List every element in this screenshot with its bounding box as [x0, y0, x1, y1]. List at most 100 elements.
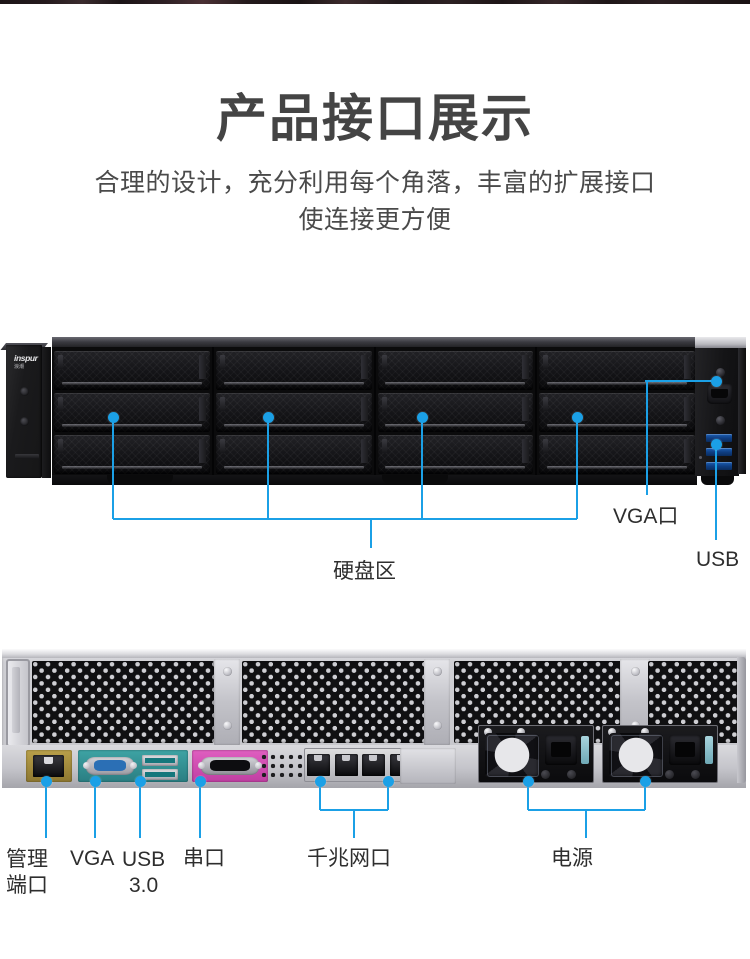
- psu-c14-inlet[interactable]: [545, 735, 577, 765]
- drive-bay[interactable]: [215, 350, 372, 390]
- gigabit-rj45-port[interactable]: [334, 754, 358, 776]
- front-usb-port[interactable]: [706, 434, 732, 442]
- drive-bay[interactable]: [215, 434, 372, 474]
- power-supply-module[interactable]: [602, 725, 718, 783]
- psu-led: [541, 770, 550, 779]
- psu-fan: [609, 733, 663, 777]
- heading-block: 产品接口展示 合理的设计，充分利用每个角落，丰富的扩展接口 使连接更方便: [0, 91, 750, 239]
- callout-dot-drive-bay[interactable]: [107, 411, 119, 423]
- server-front-view: inspur 浪潮: [0, 337, 746, 489]
- drive-latch: [381, 396, 387, 411]
- server-rear-view: [2, 649, 746, 801]
- drive-bay[interactable]: [215, 392, 372, 432]
- drive-latch: [58, 354, 63, 369]
- front-vga-port[interactable]: [707, 384, 732, 404]
- drive-bay[interactable]: [377, 434, 534, 474]
- callout-dot-drive-bay[interactable]: [262, 411, 274, 423]
- top-edge-strip: [0, 0, 750, 4]
- psu-c14-inlet[interactable]: [669, 735, 701, 765]
- drive-handle: [198, 438, 206, 463]
- rear-usb3-port[interactable]: [142, 755, 178, 766]
- callout-dot-rear-vga[interactable]: [89, 775, 101, 787]
- front-drive-chassis: [52, 337, 697, 485]
- front-usb-port[interactable]: [706, 448, 732, 456]
- front-io-side-edge: [738, 348, 746, 474]
- psu-fan-frame: [487, 735, 539, 777]
- rj45-jack: [33, 755, 64, 777]
- drive-latch: [543, 438, 549, 453]
- drive-bay-grid: [52, 347, 697, 477]
- db9-screw-right: [255, 762, 262, 769]
- rear-vent-block: [242, 661, 426, 743]
- psu-release-latch[interactable]: [581, 736, 589, 764]
- callout-dot-gigabit-nic[interactable]: [382, 775, 394, 787]
- drive-latch: [58, 396, 63, 411]
- callout-label-rear-usb: USB 3.0: [122, 847, 165, 898]
- drive-bay[interactable]: [539, 392, 695, 432]
- drive-bay[interactable]: [54, 350, 210, 390]
- front-usb-port[interactable]: [706, 462, 732, 470]
- rear-vga-port[interactable]: [83, 757, 137, 775]
- db9-connector: [198, 757, 262, 775]
- rear-chassis-shell: [2, 649, 746, 788]
- drive-handle: [198, 396, 206, 421]
- drive-bay[interactable]: [54, 392, 210, 432]
- rear-vent-divider: [424, 659, 450, 745]
- drive-bay[interactable]: [377, 350, 534, 390]
- rear-handle[interactable]: [6, 659, 30, 747]
- front-ear-side: [42, 347, 51, 478]
- thumbscrew[interactable]: [222, 721, 232, 730]
- drive-handle: [360, 396, 368, 421]
- drive-bay[interactable]: [377, 392, 534, 432]
- drive-bay[interactable]: [539, 350, 695, 390]
- drive-handle: [360, 438, 368, 463]
- thumbscrew[interactable]: [222, 667, 232, 676]
- callout-dot-gigabit-nic[interactable]: [314, 775, 326, 787]
- rear-vent-block: [32, 661, 214, 743]
- psu-release-latch[interactable]: [705, 736, 713, 764]
- management-port-line-1: 管理: [6, 848, 48, 871]
- psu-fan: [485, 733, 539, 777]
- callout-dot-power-supply[interactable]: [639, 775, 651, 787]
- vga-screw-left: [83, 762, 90, 769]
- callout-label-power-supply: 电源: [551, 847, 593, 870]
- drive-bay[interactable]: [54, 434, 210, 474]
- drive-handle: [198, 354, 206, 379]
- callout-label-rear-vga: VGA: [70, 847, 115, 870]
- drive-bay-column: [376, 347, 538, 477]
- drive-latch: [381, 438, 387, 453]
- drive-latch: [58, 438, 63, 453]
- psu-fan-frame: [611, 735, 663, 777]
- callout-dot-front-vga[interactable]: [710, 375, 722, 387]
- gigabit-rj45-port[interactable]: [307, 754, 331, 776]
- rear-usb3-port[interactable]: [142, 769, 178, 780]
- db9-screw-left: [198, 762, 205, 769]
- callout-dot-front-usb[interactable]: [710, 438, 722, 450]
- callout-dot-power-supply[interactable]: [522, 775, 534, 787]
- thumbscrew[interactable]: [432, 721, 442, 730]
- callout-dot-drive-bay[interactable]: [571, 411, 583, 423]
- serial-db9-port[interactable]: [192, 750, 268, 782]
- thumbscrew[interactable]: [630, 667, 640, 676]
- reset-button[interactable]: [20, 417, 29, 426]
- drive-handle: [522, 438, 530, 463]
- callout-dot-rear-usb[interactable]: [134, 775, 146, 787]
- gigabit-rj45-port[interactable]: [362, 754, 386, 776]
- psu-screw: [484, 728, 492, 736]
- vga-screw-right: [130, 762, 137, 769]
- thumbscrew[interactable]: [432, 667, 442, 676]
- power-button[interactable]: [20, 387, 29, 396]
- drive-bay[interactable]: [539, 434, 695, 474]
- callout-dot-serial-port[interactable]: [194, 775, 206, 787]
- callout-dot-drive-bay[interactable]: [416, 411, 428, 423]
- callout-dot-management-port[interactable]: [40, 775, 52, 787]
- front-io-foot: [701, 476, 734, 485]
- psu-led: [567, 770, 576, 779]
- drive-latch: [219, 354, 225, 369]
- drive-latch: [219, 396, 225, 411]
- front-io-face: [695, 348, 739, 476]
- page-subtitle-line-1: 合理的设计，充分利用每个角落，丰富的扩展接口: [94, 169, 656, 198]
- drive-handle: [522, 396, 530, 421]
- power-supply-module[interactable]: [478, 725, 594, 783]
- front-left-ear: inspur 浪潮: [0, 343, 54, 483]
